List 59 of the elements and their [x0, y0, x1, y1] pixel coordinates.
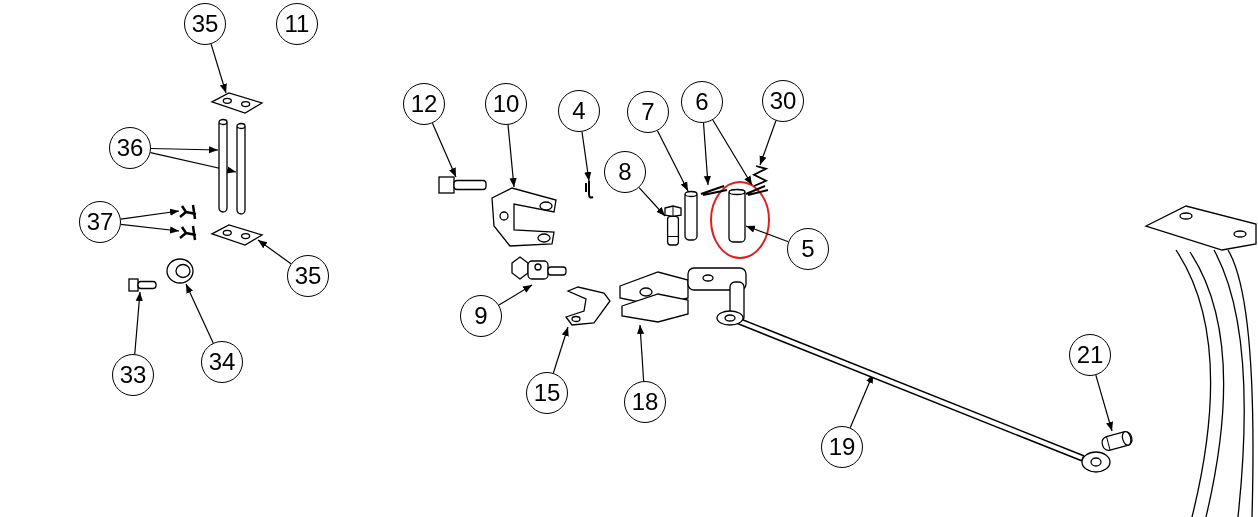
cotter-pin-drawing [745, 184, 769, 196]
leader-line [120, 223, 180, 234]
clip-drawing [178, 224, 198, 242]
spring-pin-drawing [752, 164, 768, 188]
rod-drawing [716, 310, 1112, 476]
callout-number: 9 [460, 295, 502, 337]
bolt-drawing [438, 176, 488, 194]
leader-line [431, 122, 457, 178]
leader-line [759, 120, 777, 166]
leader-line [257, 239, 292, 265]
callout-number: 37 [79, 201, 121, 243]
callout-number: 35 [287, 255, 329, 297]
plate-drawing [210, 92, 264, 114]
pin-drawing [236, 122, 246, 216]
callout-number: 5 [787, 228, 829, 270]
callout-number: 7 [627, 91, 669, 133]
bolt-drawing [664, 205, 682, 247]
leader-line [656, 130, 689, 192]
plate-drawing [210, 224, 264, 246]
leader-line [498, 284, 533, 306]
callout-number: 11 [276, 3, 318, 45]
clevis-drawing [490, 186, 558, 248]
callout-number: 35 [184, 3, 226, 45]
leader-line [1095, 374, 1113, 432]
callout-number: 36 [109, 127, 151, 169]
leader-line [581, 131, 592, 182]
leader-line [507, 124, 517, 188]
cotter-pin-drawing [700, 184, 728, 196]
leader-line [638, 186, 666, 217]
bushing-drawing [166, 258, 194, 284]
cotter-pin-drawing [583, 180, 595, 200]
pin-drawing [218, 118, 228, 214]
leader-line [637, 324, 645, 382]
leader-line [712, 119, 753, 186]
clip-drawing [178, 203, 198, 221]
leader-line [210, 43, 227, 94]
pin-drawing [684, 190, 698, 242]
callout-number: 12 [403, 83, 445, 125]
bolt-drawing [128, 278, 158, 292]
leader-line [150, 146, 219, 154]
leader-line [552, 326, 569, 374]
callout-number: 33 [112, 354, 154, 396]
callout-number: 4 [558, 90, 600, 132]
callout-number: 8 [604, 151, 646, 193]
callout-number: 6 [681, 81, 723, 123]
leader-line [185, 283, 214, 344]
leader-line [149, 152, 237, 174]
leader-line [702, 122, 711, 186]
callout-number: 34 [201, 341, 243, 383]
callout-number: 30 [762, 80, 804, 122]
pin-drawing [728, 188, 746, 244]
leader-line [134, 291, 143, 355]
bracket-drawing [564, 285, 612, 327]
leader-line [120, 208, 180, 220]
pin-drawing [1100, 430, 1134, 452]
leader-line [745, 225, 789, 243]
callout-number: 15 [526, 372, 568, 414]
callout-number: 10 [485, 83, 527, 125]
callout-number: 18 [624, 381, 666, 423]
